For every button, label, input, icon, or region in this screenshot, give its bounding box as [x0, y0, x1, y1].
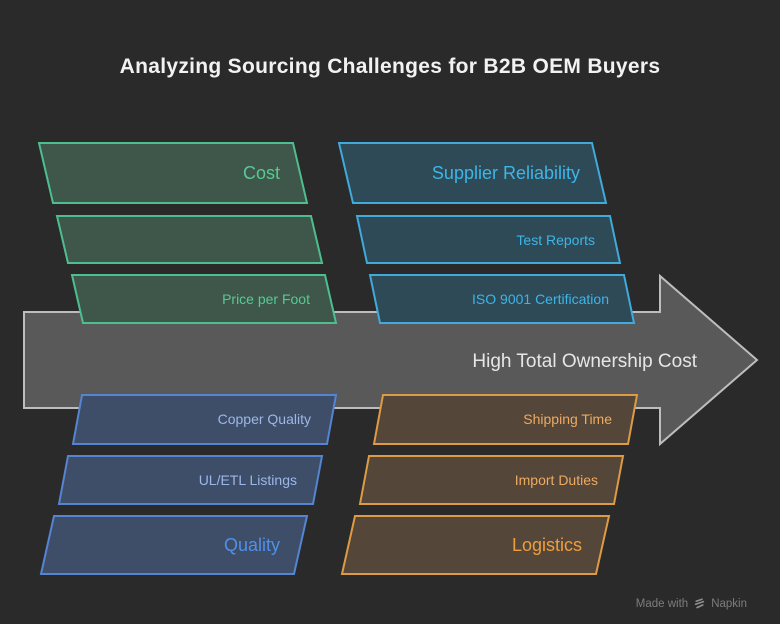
napkin-brand-text: Napkin: [711, 597, 747, 610]
logistics-category-shape: [340, 515, 611, 575]
napkin-logo-icon: [694, 598, 705, 609]
supplier-reliability-category-shape: [337, 142, 608, 204]
supplier-reliability-category-label: Supplier Reliability: [432, 163, 580, 183]
group-supplier-reliability: Supplier Reliability Test Reports ISO 90…: [337, 142, 636, 324]
shipping-time-shape: [372, 394, 639, 445]
group-logistics: Shipping Time Import Duties Logistics: [340, 394, 639, 575]
test-reports-label: Test Reports: [516, 232, 595, 248]
quality-category-label: Quality: [224, 535, 280, 555]
import-duties-label: Import Duties: [515, 472, 598, 488]
iso-9001-certification-shape: [368, 274, 636, 324]
cost-category-shape: [37, 142, 309, 204]
ul-etl-listings-shape: [57, 455, 324, 505]
copper-quality-label: Copper Quality: [218, 411, 311, 427]
arrow-label: High Total Ownership Cost: [472, 351, 697, 372]
test-reports-shape: [355, 215, 622, 264]
cost-empty-item-shape: [55, 215, 324, 264]
price-per-foot-shape: [70, 274, 338, 324]
ul-etl-listings-label: UL/ETL Listings: [199, 472, 297, 488]
made-with-text: Made with: [635, 597, 689, 610]
group-cost: Cost Price per Foot: [37, 142, 338, 324]
cost-category-label: Cost: [243, 163, 280, 183]
iso-9001-certification-label: ISO 9001 Certification: [472, 291, 609, 307]
group-quality: Copper Quality UL/ETL Listings Quality: [39, 394, 338, 575]
page-title: Analyzing Sourcing Challenges for B2B OE…: [119, 55, 661, 78]
made-with-napkin-watermark: Made with Napkin: [636, 597, 747, 610]
quality-category-shape: [39, 515, 309, 575]
price-per-foot-label: Price per Foot: [222, 291, 310, 307]
logistics-category-label: Logistics: [512, 535, 582, 555]
copper-quality-shape: [71, 394, 338, 445]
import-duties-shape: [358, 455, 625, 505]
shipping-time-label: Shipping Time: [523, 411, 612, 427]
